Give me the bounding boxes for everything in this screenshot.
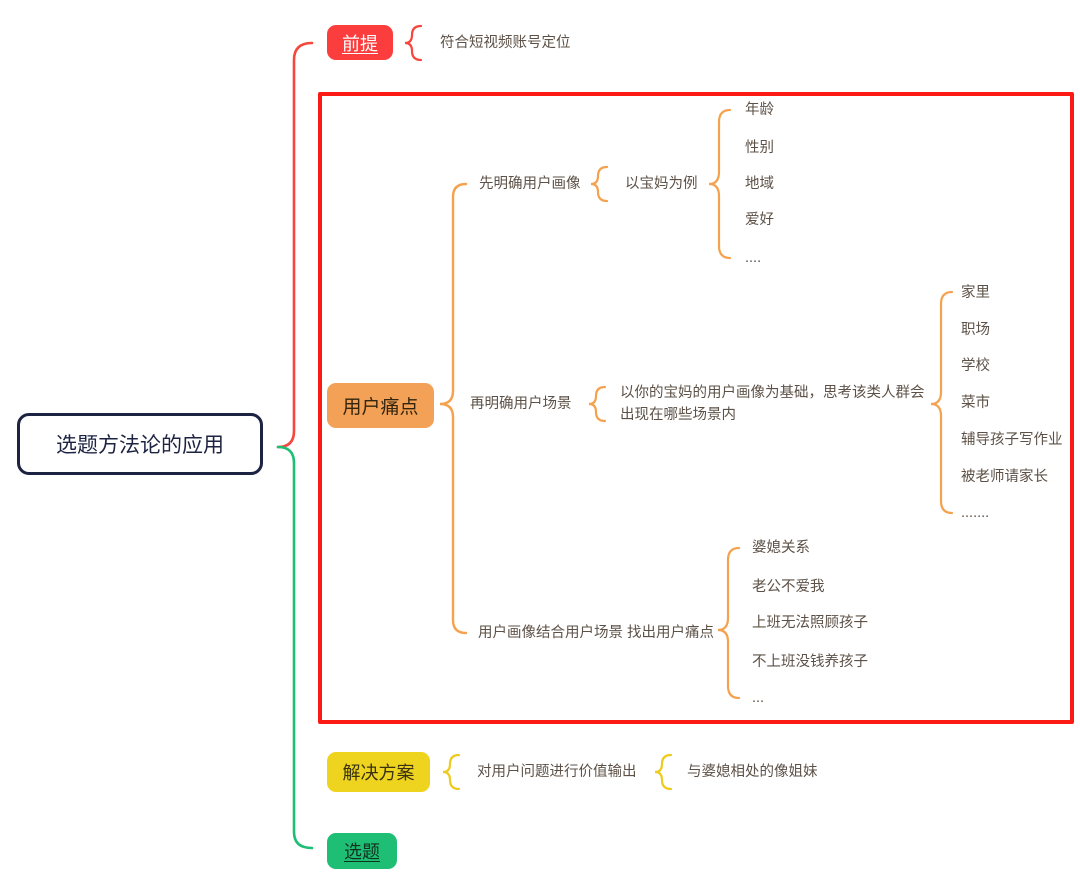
topic-persona-region[interactable]: 地域 [745,176,774,192]
topic-pain-work-kids[interactable]: 上班无法照顾孩子 [752,615,868,631]
topic-pain-no-money[interactable]: 不上班没钱养孩子 [752,654,868,670]
brace-scene-leaves [930,290,954,515]
topic-scene-ellipsis[interactable]: ....... [961,505,990,521]
brace-persona [590,165,609,203]
brace-solution-output [654,753,673,791]
branch-node-pain-points[interactable]: 用户痛点 [327,383,434,428]
brace-scene [588,385,607,423]
brace-persona-leaves [708,108,732,260]
branch-node-topic-selection[interactable]: 选题 [327,833,397,869]
brace-pain-leaves [717,546,741,700]
branch-node-topic-selection-label: 选题 [344,842,380,862]
topic-scene-teacher-call[interactable]: 被老师请家长 [961,469,1048,485]
topic-scene-home[interactable]: 家里 [961,285,990,301]
topic-sisters-with-inlaw[interactable]: 与婆媳相处的像姐妹 [687,764,818,780]
boundary-highlight[interactable] [318,92,1074,724]
branch-node-premise-label: 前提 [342,33,378,54]
topic-scene-workplace[interactable]: 职场 [961,322,990,338]
topic-value-output[interactable]: 对用户问题进行价值输出 [477,764,637,780]
topic-pain-husband[interactable]: 老公不爱我 [752,579,825,595]
topic-scene-school[interactable]: 学校 [961,358,990,374]
topic-define-user-persona[interactable]: 先明确用户画像 [479,176,581,192]
branch-node-solution-label: 解决方案 [342,763,415,783]
topic-scene-homework[interactable]: 辅导孩子写作业 [961,432,1063,448]
root-brace-upper-red [276,41,314,449]
topic-combine-persona-scene[interactable]: 用户画像结合用户场景 找出用户痛点 [478,625,715,641]
topic-persona-age[interactable]: 年龄 [745,102,774,118]
topic-persona-hobby[interactable]: 爱好 [745,212,774,228]
brace-pain-children [439,182,468,635]
topic-scene-description[interactable]: 以你的宝妈的用户画像为基础，思考该类人群会出现在哪些场景内 [620,385,925,423]
topic-define-user-scene[interactable]: 再明确用户场景 [470,396,572,412]
branch-node-solution[interactable]: 解决方案 [327,752,430,792]
branch-node-premise[interactable]: 前提 [327,25,393,60]
topic-pain-ellipsis[interactable]: ... [752,690,765,706]
topic-persona-ellipsis[interactable]: .... [745,250,762,266]
topic-account-positioning[interactable]: 符合短视频账号定位 [440,35,571,51]
node-root[interactable]: 选题方法论的应用 [17,413,263,475]
topic-persona-gender[interactable]: 性别 [745,140,774,156]
node-root-label: 选题方法论的应用 [56,434,224,457]
topic-mom-example[interactable]: 以宝妈为例 [625,176,698,192]
brace-premise [404,24,423,62]
root-brace-lower-green [276,445,314,850]
branch-node-pain-points-label: 用户痛点 [342,397,419,418]
topic-pain-inlaw[interactable]: 婆媳关系 [752,540,810,556]
brace-solution [442,753,461,791]
topic-scene-market[interactable]: 菜市 [961,395,990,411]
